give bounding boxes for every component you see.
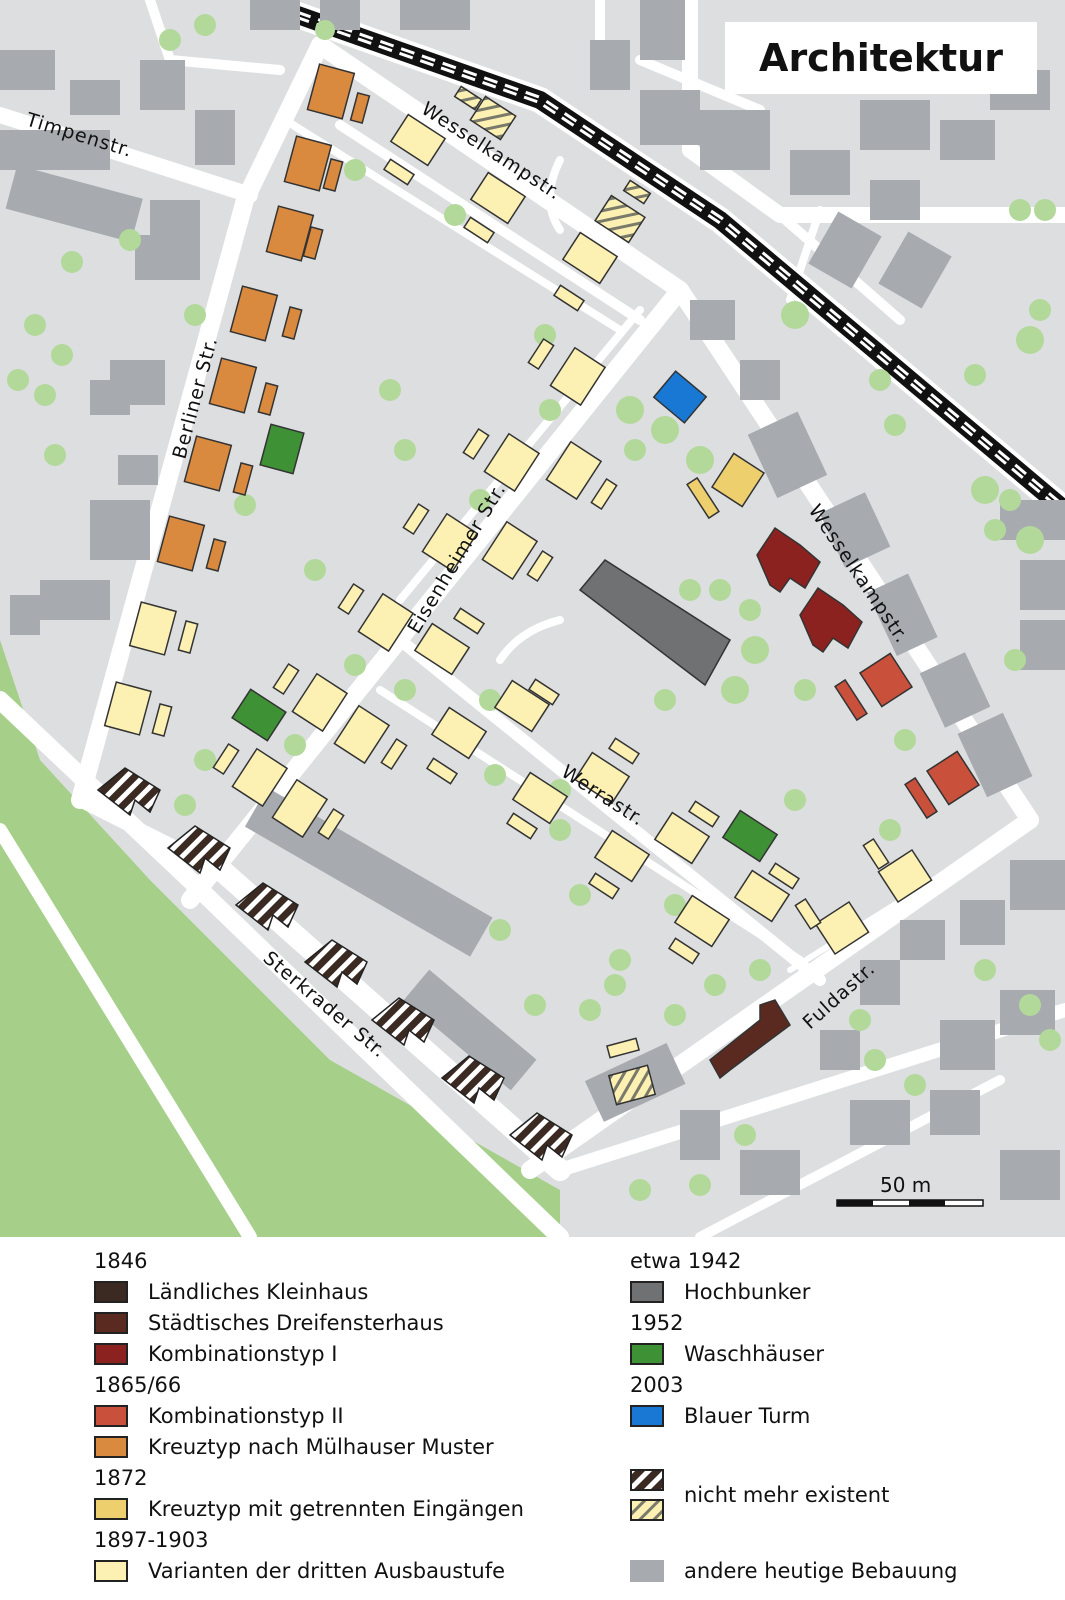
legend-label: nicht mehr existent bbox=[684, 1483, 890, 1507]
legend-item-hochbunker: Hochbunker bbox=[630, 1280, 810, 1304]
legend-label: Hochbunker bbox=[684, 1280, 811, 1304]
legend-item-staedtisches-dreifensterhaus: Städtisches Dreifensterhaus bbox=[94, 1311, 444, 1335]
green-area bbox=[0, 640, 560, 1237]
legend-item-blauer-turm: Blauer Turm bbox=[630, 1404, 810, 1428]
legend-item-waschhaeuser: Waschhäuser bbox=[630, 1342, 824, 1366]
buildings-kombinationstyp-2 bbox=[834, 652, 981, 820]
buildings-staedtisch bbox=[709, 999, 791, 1080]
building-hochbunker bbox=[578, 559, 731, 687]
legend-year-1942: etwa 1942 bbox=[630, 1249, 742, 1273]
legend-label: Blauer Turm bbox=[684, 1404, 811, 1428]
legend: 1846 Ländliches Kleinhaus Städtisches Dr… bbox=[0, 1237, 1065, 1600]
building-blauer-turm bbox=[652, 370, 708, 424]
legend-swatch bbox=[94, 1560, 128, 1582]
legend-label: Varianten der dritten Ausbaustufe bbox=[148, 1559, 506, 1583]
legend-swatch-hatched bbox=[630, 1469, 664, 1521]
buildings-kreuztyp-getrennt bbox=[686, 452, 766, 520]
legend-year-1865: 1865/66 bbox=[94, 1373, 182, 1397]
legend-item-nicht-mehr-existent: nicht mehr existent bbox=[630, 1469, 889, 1521]
legend-swatch bbox=[94, 1281, 128, 1303]
legend-year-2003: 2003 bbox=[630, 1373, 684, 1397]
legend-item-kombinationstyp-1: Kombinationstyp I bbox=[94, 1342, 337, 1366]
legend-year-1897: 1897-1903 bbox=[94, 1528, 209, 1552]
legend-label: Kreuztyp mit getrennten Eingängen bbox=[148, 1497, 524, 1521]
map-canvas[interactable]: Timpenstr. Berliner Str. Wesselkampstr. … bbox=[0, 0, 1065, 1237]
legend-swatch bbox=[630, 1343, 664, 1365]
buildings-kreuztyp-muelhauser bbox=[156, 63, 371, 572]
legend-swatch bbox=[94, 1436, 128, 1458]
legend-label: Kombinationstyp II bbox=[148, 1404, 344, 1428]
legend-label: Kombinationstyp I bbox=[148, 1342, 338, 1366]
buildings-nicht-mehr-existent-dark bbox=[96, 767, 573, 1162]
legend-swatch-hatched-light bbox=[630, 1499, 664, 1521]
legend-swatch bbox=[630, 1281, 664, 1303]
buildings-nicht-mehr-existent-light bbox=[453, 85, 657, 1106]
legend-year-1952: 1952 bbox=[630, 1311, 684, 1335]
legend-item-andere-heutige-bebauung: andere heutige Bebauung bbox=[630, 1559, 958, 1583]
legend-item-kreuztyp-muelhauser: Kreuztyp nach Mülhauser Muster bbox=[94, 1435, 494, 1459]
legend-label: Waschhäuser bbox=[684, 1342, 825, 1366]
legend-year-1846: 1846 bbox=[94, 1249, 148, 1273]
railway bbox=[250, 0, 1065, 520]
trees bbox=[7, 14, 1061, 1201]
legend-item-kombinationstyp-2: Kombinationstyp II bbox=[94, 1404, 344, 1428]
buildings-kombinationstyp-1 bbox=[756, 526, 863, 654]
legend-item-laendliches-kleinhaus: Ländliches Kleinhaus bbox=[94, 1280, 368, 1304]
legend-label: Ländliches Kleinhaus bbox=[148, 1280, 369, 1304]
other-buildings bbox=[0, 0, 1065, 1200]
scale-bar: 50 m bbox=[836, 1173, 984, 1207]
map[interactable]: Timpenstr. Berliner Str. Wesselkampstr. … bbox=[0, 0, 1065, 1237]
legend-item-kreuztyp-getrennt: Kreuztyp mit getrennten Eingängen bbox=[94, 1497, 524, 1521]
legend-swatch bbox=[94, 1343, 128, 1365]
legend-swatch bbox=[94, 1498, 128, 1520]
legend-swatch-hatched-dark bbox=[630, 1469, 664, 1491]
scale-bar-label: 50 m bbox=[880, 1173, 931, 1197]
legend-label: Städtisches Dreifensterhaus bbox=[148, 1311, 444, 1335]
map-title: Architektur bbox=[759, 36, 1003, 80]
legend-label: andere heutige Bebauung bbox=[684, 1559, 958, 1583]
legend-label: Kreuztyp nach Mülhauser Muster bbox=[148, 1435, 494, 1459]
legend-swatch bbox=[630, 1405, 664, 1427]
buildings-waschhaeuser bbox=[231, 423, 779, 863]
buildings-varianten bbox=[103, 113, 933, 1059]
legend-swatch bbox=[94, 1405, 128, 1427]
map-title-box: Architektur bbox=[725, 22, 1037, 94]
legend-item-varianten: Varianten der dritten Ausbaustufe bbox=[94, 1559, 505, 1583]
legend-year-1872: 1872 bbox=[94, 1466, 148, 1490]
legend-swatch bbox=[94, 1312, 128, 1334]
legend-swatch bbox=[630, 1560, 664, 1582]
